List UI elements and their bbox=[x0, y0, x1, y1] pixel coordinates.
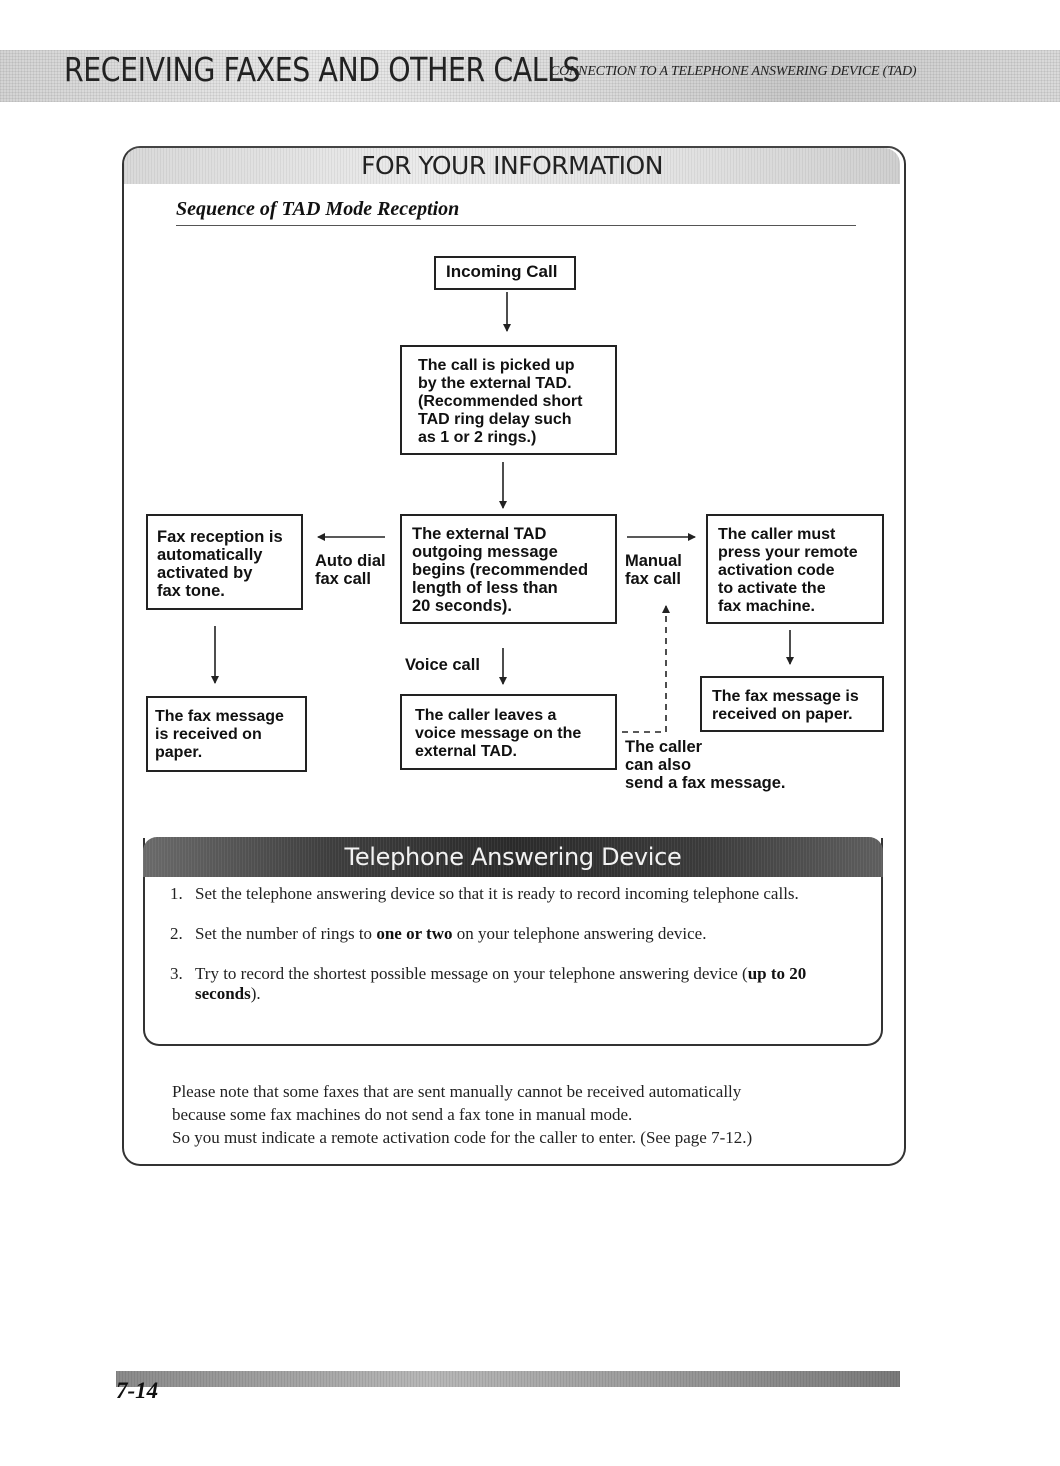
tad-instruction-3: 3. Try to record the shortest possible m… bbox=[170, 964, 860, 1004]
outgoing-message-box: The external TAD outgoing message begins… bbox=[400, 514, 617, 624]
caller-leaves-box: The caller leaves a voice message on the… bbox=[400, 694, 617, 770]
header-band bbox=[0, 50, 1060, 102]
tad-instructions-list: 1. Set the telephone answering device so… bbox=[170, 884, 860, 1024]
instruction-number: 3. bbox=[170, 964, 183, 983]
instruction-emphasis: up to 20 seconds bbox=[195, 964, 807, 1003]
instruction-text: Try to record the shortest possible mess… bbox=[195, 964, 807, 1003]
tad-panel bbox=[143, 838, 883, 1046]
voice-call-label: Voice call bbox=[405, 656, 480, 674]
footer-bar bbox=[116, 1371, 900, 1387]
incoming-call-box: Incoming Call bbox=[434, 256, 576, 290]
caller-can-also-label: The caller can also send a fax message. bbox=[625, 738, 786, 792]
fyi-title-band bbox=[124, 148, 900, 184]
tad-title: Telephone Answering Device bbox=[344, 843, 682, 871]
instruction-number: 1. bbox=[170, 884, 183, 903]
section-subtitle: CONNECTION TO A TELEPHONE ANSWERING DEVI… bbox=[550, 64, 917, 79]
page-number: 7-14 bbox=[116, 1378, 159, 1403]
note-line-1: Please note that some faxes that are sen… bbox=[172, 1082, 742, 1101]
tad-instruction-1: 1. Set the telephone answering device so… bbox=[170, 884, 860, 904]
fax-reception-auto-box: Fax reception is automatically activated… bbox=[146, 514, 303, 610]
fyi-panel bbox=[122, 146, 906, 1166]
picked-up-box: The call is picked up by the external TA… bbox=[400, 345, 617, 455]
chapter-title: RECEIVING FAXES AND OTHER CALLS bbox=[64, 50, 581, 89]
instruction-text: Set the number of rings to one or two on… bbox=[195, 924, 707, 943]
instruction-emphasis: one or two bbox=[376, 924, 453, 943]
note-line-2: because some fax machines do not send a … bbox=[172, 1105, 633, 1124]
manual-fax-note: Please note that some faxes that are sen… bbox=[172, 1080, 872, 1149]
fax-received-left-box: The fax message is received on paper. bbox=[146, 696, 307, 772]
tad-instruction-2: 2. Set the number of rings to one or two… bbox=[170, 924, 860, 944]
instruction-number: 2. bbox=[170, 924, 183, 943]
sequence-title-rule bbox=[176, 225, 856, 226]
sequence-title: Sequence of TAD Mode Reception bbox=[176, 198, 460, 220]
auto-dial-label: Auto dial fax call bbox=[315, 552, 386, 588]
fyi-title: FOR YOUR INFORMATION bbox=[361, 151, 663, 180]
tad-title-band bbox=[143, 837, 883, 877]
caller-must-box: The caller must press your remote activa… bbox=[706, 514, 884, 624]
note-line-3: So you must indicate a remote activation… bbox=[172, 1128, 753, 1147]
arrow-caller-can-also-to-manual bbox=[622, 605, 670, 733]
manual-fax-call-label: Manual fax call bbox=[625, 552, 682, 588]
fax-received-right-box: The fax message is received on paper. bbox=[700, 676, 884, 732]
instruction-text: Set the telephone answering device so th… bbox=[195, 884, 799, 903]
